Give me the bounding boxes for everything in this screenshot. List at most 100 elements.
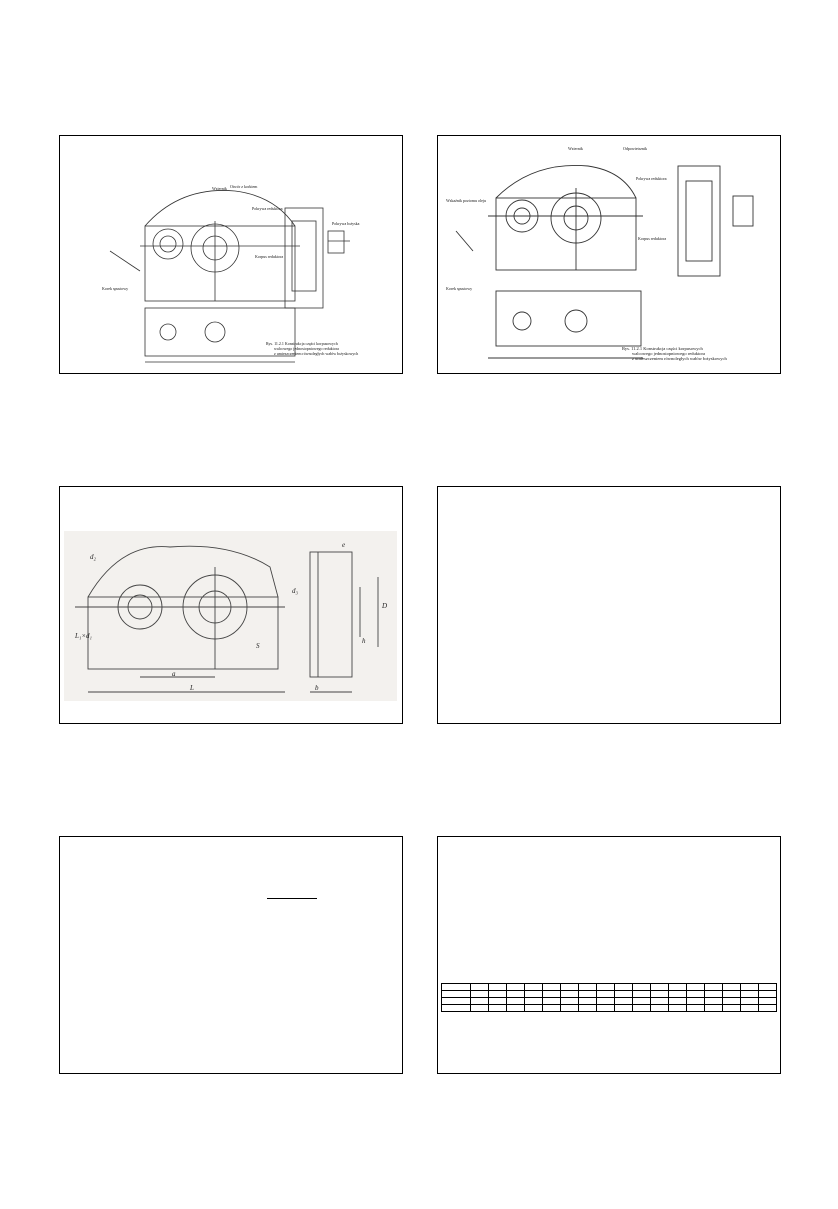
table-cell xyxy=(470,983,489,991)
table-cell xyxy=(722,997,741,1005)
table-row xyxy=(441,990,777,998)
table-cell xyxy=(560,1004,579,1012)
table-cell xyxy=(686,983,705,991)
table-cell xyxy=(470,997,489,1005)
table-cell xyxy=(524,983,543,991)
table-cell xyxy=(632,983,651,991)
table-cell xyxy=(441,983,471,991)
table-cell xyxy=(470,990,489,998)
table-cell xyxy=(704,1004,723,1012)
caption-line-3: z umieszczeniem równoległych wałów łożys… xyxy=(274,351,359,356)
table-cell xyxy=(650,1004,669,1012)
table-cell xyxy=(758,990,777,998)
table-cell xyxy=(542,1004,561,1012)
label-S: S xyxy=(256,642,260,650)
table-cell xyxy=(614,990,633,998)
table-cell xyxy=(686,990,705,998)
table-cell xyxy=(542,983,561,991)
table-cell xyxy=(488,997,507,1005)
table-cell xyxy=(506,1004,525,1012)
table-cell xyxy=(470,1004,489,1012)
table-cell xyxy=(668,997,687,1005)
label-odpowietrznik: Odpowietrznik xyxy=(623,146,647,151)
slide-1: Rys. 11.2.1 Konstrukcja części korpusowy… xyxy=(59,135,403,374)
table-cell xyxy=(704,990,723,998)
slide-4 xyxy=(437,486,781,724)
label-pokrywa: Pokrywa reduktora xyxy=(252,206,283,211)
table-cell xyxy=(758,983,777,991)
table-cell xyxy=(441,990,471,998)
label-b: b xyxy=(315,684,319,692)
table-cell xyxy=(560,997,579,1005)
table-cell xyxy=(704,997,723,1005)
label-korpus: Korpus reduktora xyxy=(255,254,284,259)
table-cell xyxy=(740,1004,759,1012)
label-L: L xyxy=(190,684,194,692)
dimension-drawing xyxy=(64,531,397,701)
caption-line-2: walcowego jednostopniowego reduktora xyxy=(632,351,705,356)
label-d3: d₃ xyxy=(292,587,298,595)
slide-3: L₁×d₁ d₂ d₃ a L b h D e S xyxy=(59,486,403,724)
table-cell xyxy=(596,990,615,998)
table-cell xyxy=(704,983,723,991)
label-wziernik: Wziernik xyxy=(568,146,583,151)
label-l1d1: L₁×d₁ xyxy=(75,632,92,640)
table-cell xyxy=(614,983,633,991)
slide-6 xyxy=(437,836,781,1074)
table-cell xyxy=(542,997,561,1005)
table-cell xyxy=(758,1004,777,1012)
table-cell xyxy=(722,990,741,998)
table-cell xyxy=(488,1004,507,1012)
table-cell xyxy=(686,997,705,1005)
table-cell xyxy=(596,1004,615,1012)
label-d2: d₂ xyxy=(90,553,96,561)
table-cell xyxy=(560,990,579,998)
table-row xyxy=(441,983,777,991)
data-table xyxy=(441,983,777,1012)
table-cell xyxy=(722,983,741,991)
table-cell xyxy=(686,1004,705,1012)
label-pokrywa: Pokrywa reduktora xyxy=(636,176,667,181)
fraction-line xyxy=(267,898,317,899)
table-cell xyxy=(524,1004,543,1012)
table-cell xyxy=(578,997,597,1005)
table-cell xyxy=(758,997,777,1005)
slide-2: Rys. 11.2.1 Konstrukcja części korpusowy… xyxy=(437,135,781,374)
table-cell xyxy=(578,990,597,998)
table-cell xyxy=(740,990,759,998)
label-wziernik: Wziernik xyxy=(212,186,227,191)
table-cell xyxy=(441,997,471,1005)
table-cell xyxy=(614,997,633,1005)
table-cell xyxy=(632,990,651,998)
label-wskaznik: Wskaźnik poziomu oleju xyxy=(446,198,486,203)
table-cell xyxy=(668,990,687,998)
table-cell xyxy=(650,990,669,998)
gearbox-drawing-1 xyxy=(109,190,350,363)
table-cell xyxy=(740,983,759,991)
label-a: a xyxy=(172,670,176,678)
table-row xyxy=(441,997,777,1005)
table-cell xyxy=(632,997,651,1005)
label-e: e xyxy=(342,541,346,549)
label-h: h xyxy=(362,637,366,645)
table-cell xyxy=(722,1004,741,1012)
label-korek: Korek spustowy xyxy=(102,286,129,291)
gearbox-drawing-2 xyxy=(455,164,754,359)
table-cell xyxy=(488,983,507,991)
table-cell xyxy=(668,983,687,991)
table-cell xyxy=(650,983,669,991)
table-cell xyxy=(596,997,615,1005)
table-cell xyxy=(542,990,561,998)
caption-line-2: walcowego jednostopniowego reduktora xyxy=(274,346,339,351)
caption-line-1: Rys. 11.2.1 Konstrukcja części korpusowy… xyxy=(622,346,703,351)
table-cell xyxy=(524,997,543,1005)
table-cell xyxy=(614,1004,633,1012)
table-cell xyxy=(740,997,759,1005)
label-pokrywa-lozyska: Pokrywa łożyska xyxy=(332,221,360,226)
table-cell xyxy=(668,1004,687,1012)
table-cell xyxy=(596,983,615,991)
caption-line-3: z umieszczeniem równoległych wałów łożys… xyxy=(632,356,727,361)
table-cell xyxy=(650,997,669,1005)
table-cell xyxy=(506,990,525,998)
table-cell xyxy=(506,983,525,991)
